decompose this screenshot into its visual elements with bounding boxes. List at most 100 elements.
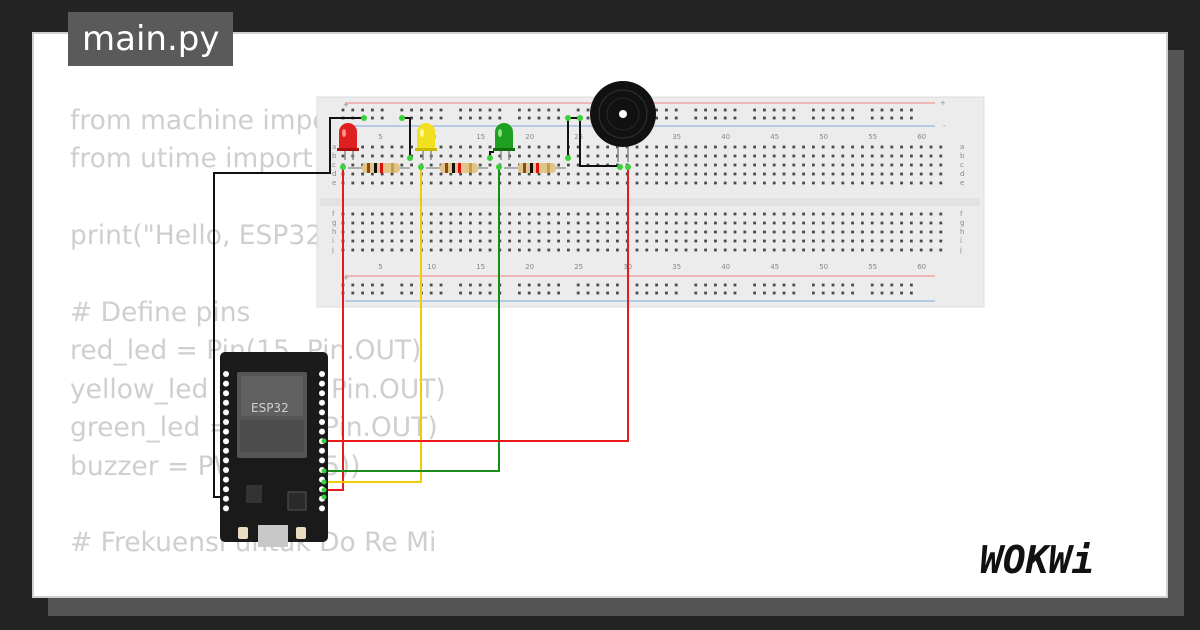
hole [508, 212, 511, 216]
column-label: 5 [378, 263, 382, 271]
hole [400, 239, 404, 243]
hole [410, 248, 413, 252]
hole [371, 283, 374, 287]
hole [567, 212, 570, 216]
hole [929, 145, 933, 149]
hole [900, 145, 903, 149]
hole [723, 108, 727, 112]
hole [772, 212, 776, 216]
file-tab[interactable]: main.py [68, 12, 234, 66]
hole [674, 154, 678, 158]
hole [929, 248, 933, 252]
hole [821, 108, 825, 112]
hole [371, 172, 374, 176]
hole [880, 291, 884, 295]
hole [704, 248, 707, 252]
hole [880, 181, 884, 185]
hole [586, 221, 590, 225]
hole [537, 108, 541, 112]
hole [919, 221, 923, 225]
hole [576, 145, 580, 149]
esp32-pin [223, 399, 229, 406]
hole [743, 172, 747, 176]
hole [910, 116, 913, 120]
hole [870, 154, 874, 158]
hole [459, 181, 462, 185]
hole [557, 108, 560, 112]
hole [449, 145, 453, 149]
hole [616, 181, 619, 185]
hole [459, 283, 462, 287]
hole [929, 181, 933, 185]
esp32-board[interactable]: ESP32 [220, 352, 328, 547]
hole [910, 212, 913, 216]
hole [439, 154, 443, 158]
hole [508, 230, 511, 234]
hole [459, 239, 462, 243]
hole [478, 230, 482, 234]
hole [812, 221, 815, 225]
hole [606, 145, 609, 149]
esp32-pin [223, 380, 229, 387]
hole [870, 163, 874, 167]
hole [488, 230, 492, 234]
hole [939, 248, 943, 252]
led-yellow[interactable] [415, 123, 437, 160]
hole [616, 291, 619, 295]
hole [429, 172, 433, 176]
rail-plus-top: + [343, 101, 349, 109]
hole [537, 172, 541, 176]
hole [429, 212, 433, 216]
hole [586, 181, 590, 185]
hole [586, 248, 590, 252]
hole [880, 108, 884, 112]
hole [733, 172, 737, 176]
hole [380, 172, 384, 176]
hole [645, 221, 649, 225]
hole [567, 181, 570, 185]
hole [831, 108, 835, 112]
hole [439, 212, 443, 216]
hole [665, 116, 668, 120]
led-green[interactable] [493, 123, 515, 160]
hole [518, 116, 521, 120]
hole [371, 212, 374, 216]
led-red[interactable] [337, 123, 359, 160]
hole [841, 230, 845, 234]
hole [782, 248, 786, 252]
hole [792, 163, 796, 167]
hole [361, 239, 364, 243]
hole [763, 283, 766, 287]
hole [410, 116, 413, 120]
hole [802, 163, 805, 167]
buzzer[interactable] [590, 81, 656, 162]
hole [714, 212, 717, 216]
hole [361, 248, 364, 252]
hole [684, 248, 688, 252]
hole [586, 212, 590, 216]
hole [870, 230, 874, 234]
hole [380, 221, 384, 225]
hole [459, 221, 462, 225]
hole [576, 283, 580, 287]
hole [753, 116, 756, 120]
hole [772, 154, 776, 158]
hole [694, 248, 698, 252]
hole [380, 283, 384, 287]
hole [351, 248, 355, 252]
column-label: 20 [525, 263, 534, 271]
hole [420, 108, 423, 112]
hole [821, 163, 825, 167]
hole [812, 230, 815, 234]
hole [390, 230, 394, 234]
hole [665, 181, 668, 185]
hole [674, 145, 678, 149]
hole [665, 145, 668, 149]
hole [812, 108, 815, 112]
hole [704, 145, 707, 149]
esp32-pin [223, 476, 229, 483]
hole [900, 116, 903, 120]
hole [635, 291, 639, 295]
hole [459, 248, 462, 252]
hole [429, 221, 433, 225]
